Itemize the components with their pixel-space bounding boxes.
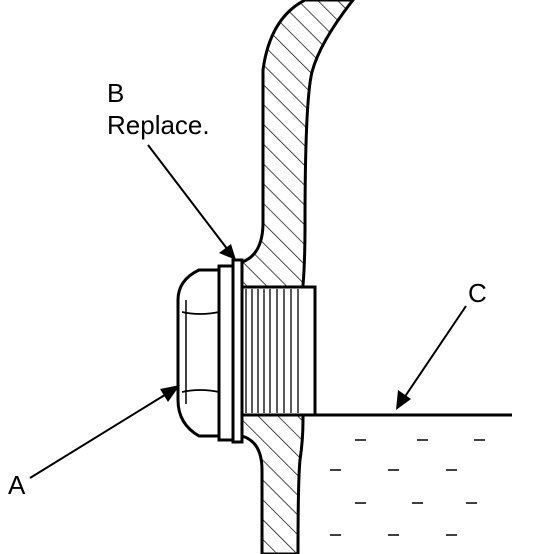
callout-b-note: Replace. xyxy=(107,110,210,140)
leader-b xyxy=(147,144,236,260)
leader-a xyxy=(29,385,180,479)
leader-c xyxy=(396,305,467,410)
callout-c-label: C xyxy=(468,278,487,308)
drain-plug-head xyxy=(176,268,221,438)
callout-b-label: B xyxy=(107,78,125,108)
oil-pan-wall xyxy=(240,0,355,554)
drain-plug-flange xyxy=(217,264,235,442)
sealing-washer xyxy=(231,258,244,444)
drain-plug-thread xyxy=(236,285,317,417)
oil-dashes xyxy=(330,439,485,536)
callout-a-label: A xyxy=(8,470,26,500)
